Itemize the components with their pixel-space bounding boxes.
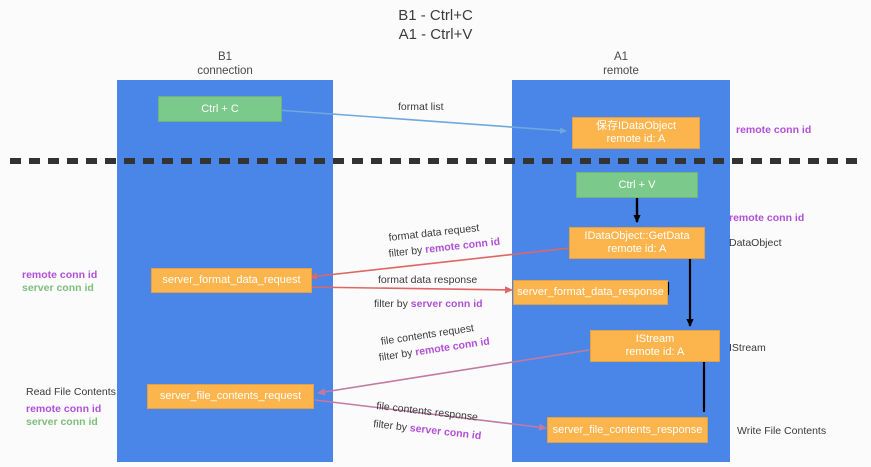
- node-server-file-contents-request[interactable]: server_file_contents_request: [147, 384, 314, 409]
- side-label-left-server-conn-id: server conn id: [22, 282, 94, 294]
- node-server-format-data-request[interactable]: server_format_data_request: [151, 268, 312, 293]
- node-save-idataobject-line2: remote id: A: [606, 133, 666, 145]
- title-line-1: B1 - Ctrl+C: [398, 7, 473, 24]
- node-server-format-data-response-label: server_format_data_response: [517, 286, 664, 298]
- node-getdata-line2: remote id: A: [607, 243, 667, 255]
- filter-prefix-4: filter by: [372, 418, 411, 435]
- edge-label-format-data-response: format data response: [378, 274, 478, 286]
- filter-prefix-1: filter by: [388, 243, 426, 260]
- side-label-remote-conn-id-top: remote conn id: [736, 124, 812, 136]
- node-ctrl-v[interactable]: Ctrl + V: [576, 172, 698, 198]
- node-istream[interactable]: IStream remote id: A: [590, 330, 720, 362]
- title-line-2: A1 - Ctrl+V: [398, 26, 473, 43]
- column-header-b1-sub: connection: [197, 65, 253, 77]
- side-label-remote-conn-id-mid: remote conn id: [729, 212, 805, 224]
- node-server-file-contents-request-label: server_file_contents_request: [159, 390, 302, 402]
- node-istream-line2: remote id: A: [625, 346, 685, 358]
- node-ctrl-c[interactable]: Ctrl + C: [158, 96, 282, 122]
- node-server-format-data-response[interactable]: server_format_data_response: [513, 280, 668, 305]
- node-getdata[interactable]: IDataObject::GetData remote id: A: [569, 227, 705, 259]
- page-title: B1 - Ctrl+C A1 - Ctrl+V: [0, 6, 871, 44]
- column-header-b1-name: B1: [217, 51, 233, 63]
- node-save-idataobject[interactable]: 保存IDataObject remote id: A: [572, 117, 700, 149]
- filter-value-server-conn-id-1: server conn id: [410, 298, 483, 310]
- filter-prefix-2: filter by: [374, 298, 411, 310]
- node-istream-line1: IStream: [635, 333, 675, 345]
- side-label-left-remote-conn-id: remote conn id: [22, 269, 98, 281]
- node-ctrl-c-label: Ctrl + C: [201, 102, 239, 115]
- side-label-istream: IStream: [729, 342, 766, 354]
- node-server-file-contents-response-label: server_file_contents_response: [552, 423, 703, 436]
- edge-format-data-response: [304, 286, 513, 294]
- side-label-left-bottom-server-conn-id: server conn id: [26, 416, 98, 428]
- node-server-file-contents-response[interactable]: server_file_contents_response: [547, 417, 708, 443]
- edge-label-format-list: format list: [398, 101, 444, 113]
- node-ctrl-v-label: Ctrl + V: [618, 178, 656, 191]
- column-header-a1: A1 remote: [512, 50, 730, 78]
- side-label-dataobject: DataObject: [729, 237, 782, 249]
- edge-label-format-data-response-filter: filter by server conn id: [374, 298, 483, 311]
- side-label-write-file-contents: Write File Contents: [737, 425, 827, 437]
- side-label-read-file-contents: Read File Contents: [26, 386, 116, 398]
- filter-prefix-3: filter by: [378, 346, 417, 364]
- node-save-idataobject-line1: 保存IDataObject: [595, 120, 677, 132]
- column-header-a1-sub: remote: [603, 65, 639, 77]
- node-server-format-data-request-label: server_format_data_request: [162, 274, 301, 286]
- column-header-a1-name: A1: [613, 51, 629, 63]
- column-header-b1: B1 connection: [117, 50, 333, 78]
- node-getdata-line1: IDataObject::GetData: [584, 230, 690, 242]
- filter-value-server-conn-id-2: server conn id: [409, 422, 482, 443]
- side-label-left-bottom-remote-conn-id: remote conn id: [26, 403, 102, 415]
